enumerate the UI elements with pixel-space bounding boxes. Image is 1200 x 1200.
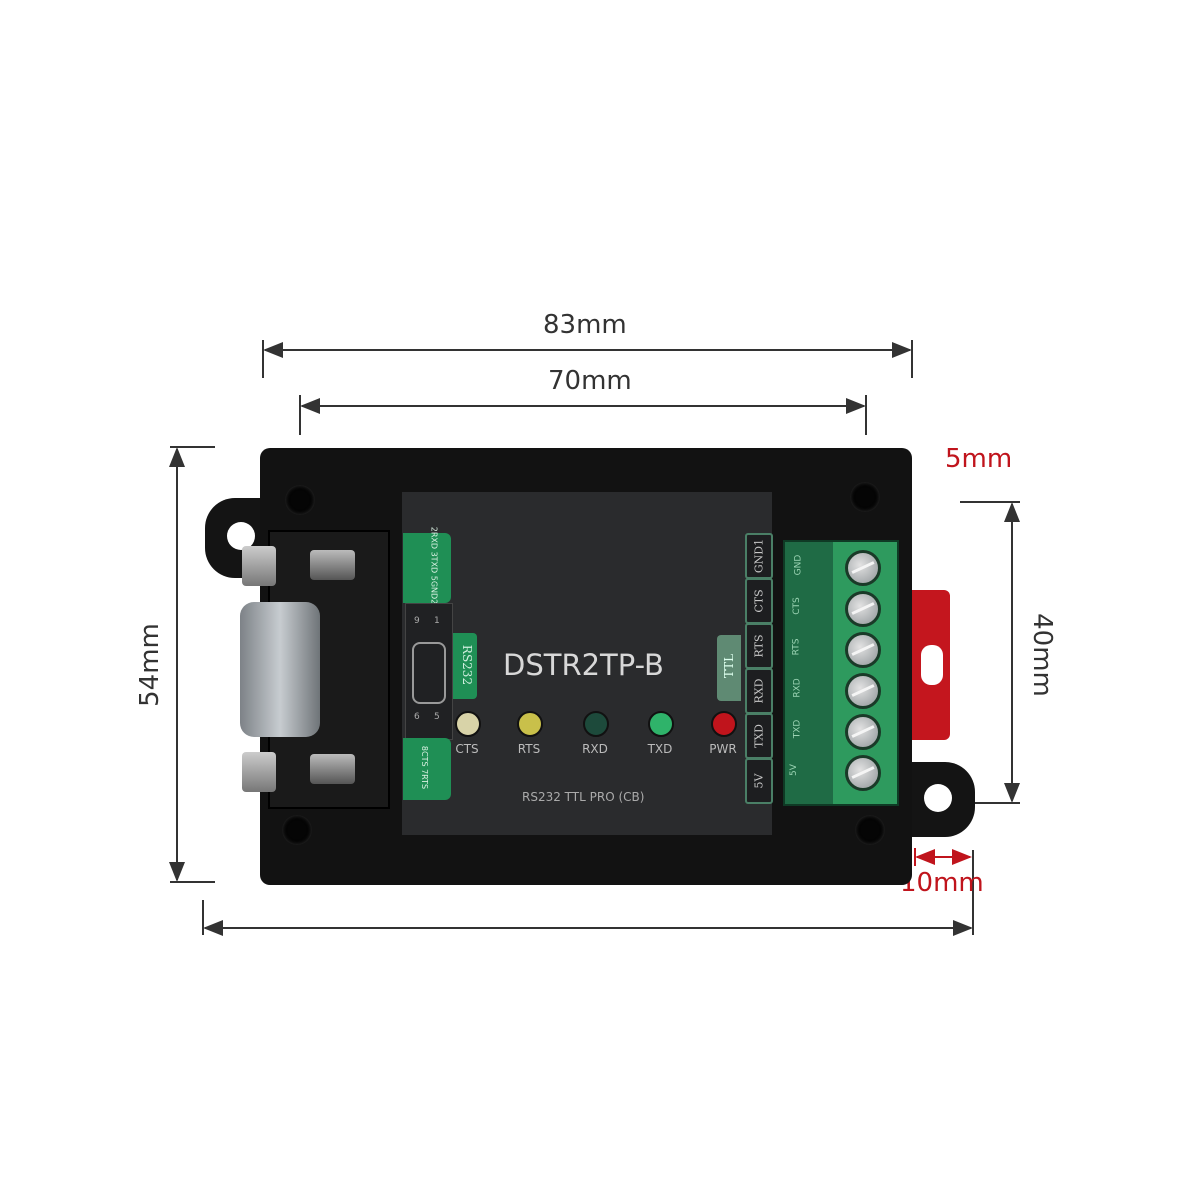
dim-40-label: 40mm — [1026, 613, 1057, 697]
hex-standoff — [242, 546, 276, 586]
terminal-screw[interactable] — [845, 591, 881, 627]
terminal-label: TXD — [792, 719, 803, 739]
led-label: RTS — [517, 742, 541, 756]
led-cts-icon — [455, 711, 481, 737]
terminal-screw[interactable] — [845, 673, 881, 709]
terminal-label: 5V — [788, 764, 799, 776]
ttl-pin-label: RTS — [745, 623, 773, 669]
led-label: CTS — [455, 742, 479, 756]
led-pwr-icon — [711, 711, 737, 737]
screw-icon — [850, 482, 880, 512]
din-rail-clip — [905, 590, 950, 740]
dim-5-label: 5mm — [945, 444, 1013, 474]
ttl-pin-label: CTS — [745, 578, 773, 624]
jackscrew — [310, 754, 355, 784]
model-name: DSTR2TP-B — [503, 648, 664, 682]
ttl-pin-label: TXD — [745, 713, 773, 759]
db9-connector — [240, 530, 390, 809]
terminal-label: CTS — [791, 597, 802, 615]
led-rts-icon — [517, 711, 543, 737]
mount-hole-icon — [924, 784, 952, 812]
terminal-screw[interactable] — [845, 632, 881, 668]
dim-10-label: 10mm — [900, 868, 984, 898]
db9-port-icon — [412, 642, 446, 704]
ttl-pin-label: GND1 — [745, 533, 773, 579]
terminal-screw[interactable] — [845, 714, 881, 750]
screw-icon — [855, 815, 885, 845]
led-label: RXD — [582, 742, 608, 756]
led-txd-icon — [648, 711, 674, 737]
led-label: TXD — [647, 742, 673, 756]
dim-70-label: 70mm — [548, 366, 632, 396]
db9-diagram: 9 1 6 5 — [405, 603, 453, 740]
screw-icon — [285, 485, 315, 515]
dim-83-label: 83mm — [543, 310, 627, 340]
ttl-pin-label: 5V — [745, 758, 773, 804]
terminal-label: GND — [793, 554, 804, 576]
ttl-badge: TTL — [717, 635, 741, 701]
db9-shell — [240, 602, 320, 737]
terminal-label: RXD — [792, 678, 803, 698]
model-subtitle: RS232 TTL PRO (CB) — [522, 790, 645, 804]
jackscrew — [310, 550, 355, 580]
terminal-screw[interactable] — [845, 755, 881, 791]
db9-pin-label-bottom: 8CTS 7RTS — [403, 738, 451, 800]
rs232-badge: RS232 — [453, 633, 477, 699]
led-label: PWR — [709, 742, 737, 756]
mount-hole-icon — [227, 522, 255, 550]
terminal-label: RTS — [791, 638, 802, 656]
terminal-block — [783, 540, 899, 806]
ttl-pin-label: RXD — [745, 668, 773, 714]
db9-pin-label-top: 2RXD 3TXD 5GND2 — [403, 527, 451, 604]
hex-standoff — [242, 752, 276, 792]
dim-54-label: 54mm — [134, 623, 165, 707]
screw-icon — [282, 815, 312, 845]
led-rxd-icon — [583, 711, 609, 737]
terminal-screw[interactable] — [845, 550, 881, 586]
